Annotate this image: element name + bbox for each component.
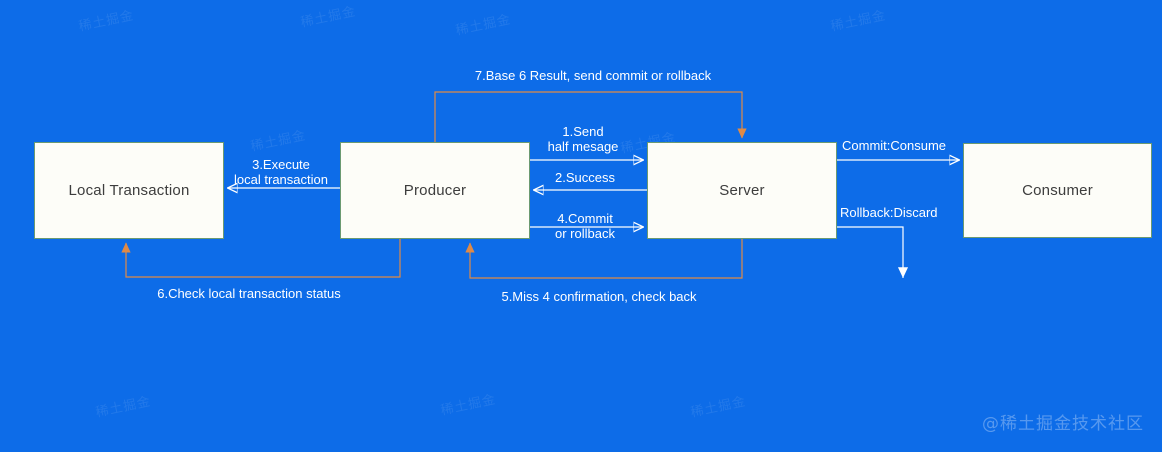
node-producer-label: Producer	[403, 182, 467, 199]
edge-label-line-1: 6.Check local transaction status	[157, 286, 341, 301]
node-local-transaction-label: Local Transaction	[68, 182, 190, 199]
edge-label-success: 2.Success	[555, 170, 615, 185]
watermark-tile: 稀土掘金	[94, 394, 153, 421]
edge-label-check-local-transaction-status: 6.Check local transaction status	[157, 286, 341, 301]
watermark-tile: 稀土掘金	[829, 8, 888, 35]
wire-check-local-transaction-status	[121, 239, 401, 278]
edge-label-line-1: Rollback:Discard	[840, 205, 938, 220]
node-consumer-label: Consumer	[1022, 182, 1093, 199]
watermark-tile: 稀土掘金	[77, 8, 136, 35]
edge-label-base-6-result: 7.Base 6 Result, send commit or rollback	[475, 68, 711, 83]
edge-label-line-2: half mesage	[547, 139, 619, 154]
edge-label-line-1: 3.Execute	[252, 157, 310, 172]
edge-label-line-1: 2.Success	[555, 170, 615, 185]
node-consumer[interactable]: Consumer	[963, 143, 1152, 238]
edge-label-rollback-discard: Rollback:Discard	[840, 205, 938, 220]
edge-label-commit-or-rollback: 4.Commit or rollback	[555, 211, 615, 241]
watermark-tile: 稀土掘金	[439, 392, 498, 419]
edge-label-line-1: 4.Commit	[557, 211, 613, 226]
watermark-tile: 稀土掘金	[689, 394, 748, 421]
node-local-transaction[interactable]: Local Transaction	[34, 142, 224, 239]
edge-label-line-1: 5.Miss 4 confirmation, check back	[501, 289, 697, 304]
node-server[interactable]: Server	[647, 142, 837, 239]
edge-label-commit-consume: Commit:Consume	[842, 138, 946, 153]
wire-rollback-discard	[837, 226, 909, 278]
watermark-tile: 稀土掘金	[299, 4, 358, 31]
edge-label-send-half-message: 1.Send half mesage	[548, 124, 619, 154]
edge-label-line-2: local transaction	[234, 172, 328, 187]
edge-label-line-2: or rollback	[555, 226, 615, 241]
edge-label-line-1: Commit:Consume	[842, 138, 947, 153]
edge-label-miss-4-confirmation: 5.Miss 4 confirmation, check back	[501, 289, 696, 304]
watermark-tile: 稀土掘金	[249, 128, 308, 155]
wire-base-6-result	[434, 91, 747, 142]
edge-label-line-1: 1.Send	[562, 124, 604, 139]
watermark-tile: 稀土掘金	[454, 12, 513, 39]
edge-label-line-1: 7.Base 6 Result, send commit or rollback	[474, 68, 712, 83]
node-producer[interactable]: Producer	[340, 142, 530, 239]
watermark-credit: @稀土掘金技术社区	[982, 414, 1144, 434]
edge-label-execute-local-transaction: 3.Execute local transaction	[234, 157, 328, 187]
wire-miss-4-confirmation	[465, 239, 743, 279]
node-server-label: Server	[719, 182, 765, 199]
